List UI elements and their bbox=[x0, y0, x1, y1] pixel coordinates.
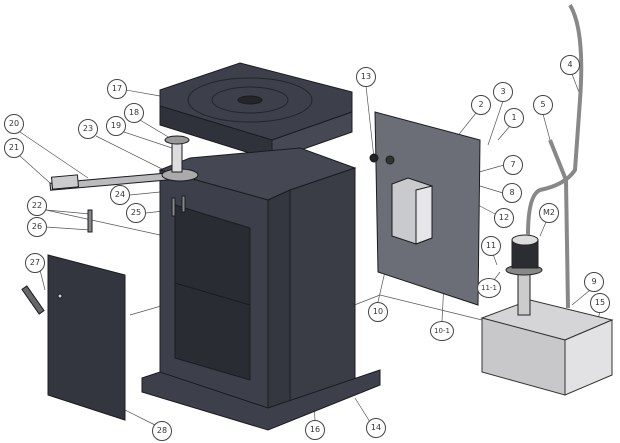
callout-21: 21 bbox=[4, 138, 24, 158]
callout-26: 26 bbox=[27, 217, 47, 237]
door-handle bbox=[21, 285, 45, 315]
callout-17: 17 bbox=[107, 79, 127, 99]
electrical-panel bbox=[369, 111, 481, 306]
callout-22: 22 bbox=[27, 196, 47, 216]
callout-11-1: 11-1 bbox=[477, 278, 501, 298]
callout-15: 15 bbox=[590, 293, 610, 313]
callout-28: 28 bbox=[152, 421, 172, 441]
callout-27: 27 bbox=[25, 253, 45, 273]
callout-4: 4 bbox=[560, 55, 580, 75]
callout-12: 12 bbox=[494, 208, 514, 228]
callout-3: 3 bbox=[493, 82, 513, 102]
callout-11: 11 bbox=[481, 236, 501, 256]
callout-10-1: 10-1 bbox=[430, 321, 454, 341]
cabinet-base bbox=[141, 369, 381, 431]
callout-25: 25 bbox=[126, 203, 146, 223]
cabinet-door bbox=[21, 254, 126, 421]
callout-1: 1 bbox=[504, 108, 524, 128]
callout-13: 13 bbox=[356, 67, 376, 87]
callout-23: 23 bbox=[78, 119, 98, 139]
cabinet-body bbox=[158, 147, 357, 421]
callout-2: 2 bbox=[471, 95, 491, 115]
coolant-pipes bbox=[526, 3, 584, 309]
callout-m2: M2 bbox=[539, 203, 559, 223]
pump-motor bbox=[505, 234, 543, 316]
callout-9: 9 bbox=[584, 272, 604, 292]
callout-16: 16 bbox=[305, 420, 325, 440]
callout-19: 19 bbox=[106, 116, 126, 136]
callout-7: 7 bbox=[503, 155, 523, 175]
callout-20: 20 bbox=[4, 114, 24, 134]
swing-arm bbox=[49, 135, 199, 233]
callout-5: 5 bbox=[533, 95, 553, 115]
callout-24: 24 bbox=[110, 185, 130, 205]
callout-18: 18 bbox=[124, 103, 144, 123]
callout-8: 8 bbox=[502, 183, 522, 203]
callout-14: 14 bbox=[366, 418, 386, 438]
coolant-tank bbox=[480, 299, 614, 396]
table-top bbox=[159, 62, 353, 161]
callout-10: 10 bbox=[368, 302, 388, 322]
